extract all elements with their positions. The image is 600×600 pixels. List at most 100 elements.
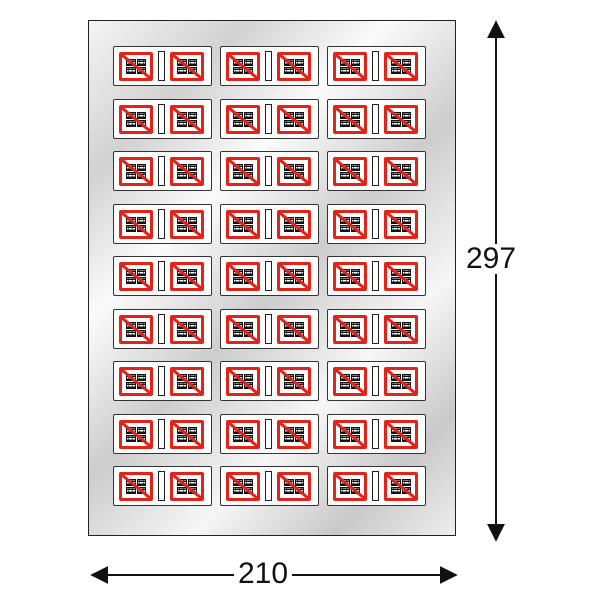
prohibition-sign-icon xyxy=(226,314,260,344)
prohibition-sign-icon xyxy=(333,314,367,344)
prohibition-sign-icon xyxy=(119,314,153,344)
label-set xyxy=(113,203,212,244)
slot-cutout xyxy=(158,208,165,239)
prohibition-sign-icon xyxy=(226,52,260,81)
label-set xyxy=(327,466,426,506)
slot-cutout xyxy=(158,471,165,501)
slot-cutout xyxy=(158,51,165,81)
slot-cutout xyxy=(158,418,165,449)
prohibition-sign-icon xyxy=(384,209,418,239)
prohibition-sign-icon xyxy=(170,157,204,186)
label-grid xyxy=(113,46,426,506)
label-set xyxy=(113,361,212,401)
slot-cutout xyxy=(158,366,165,396)
slot-cutout xyxy=(372,156,379,186)
slot-cutout xyxy=(265,208,272,239)
prohibition-sign-icon xyxy=(170,419,204,449)
label-set xyxy=(327,46,426,86)
slot-cutout xyxy=(265,366,272,396)
prohibition-sign-icon xyxy=(170,367,204,396)
prohibition-sign-icon xyxy=(384,157,418,186)
slot-cutout xyxy=(265,471,272,501)
prohibition-sign-icon xyxy=(333,262,367,291)
slot-cutout xyxy=(265,313,272,344)
label-set xyxy=(220,151,319,191)
label-set xyxy=(113,466,212,506)
prohibition-sign-icon xyxy=(119,157,153,186)
prohibition-sign-icon xyxy=(277,262,311,291)
label-set xyxy=(220,256,319,296)
slot-cutout xyxy=(158,103,165,134)
label-set xyxy=(327,203,426,244)
slot-cutout xyxy=(265,103,272,134)
prohibition-sign-icon xyxy=(277,314,311,344)
prohibition-sign-icon xyxy=(226,209,260,239)
prohibition-sign-icon xyxy=(384,367,418,396)
prohibition-sign-icon xyxy=(226,104,260,134)
slot-cutout xyxy=(372,208,379,239)
prohibition-sign-icon xyxy=(119,104,153,134)
prohibition-sign-icon xyxy=(333,52,367,81)
label-set xyxy=(220,46,319,86)
prohibition-sign-icon xyxy=(277,104,311,134)
label-set xyxy=(113,98,212,139)
label-set xyxy=(327,361,426,401)
slot-cutout xyxy=(265,156,272,186)
prohibition-sign-icon xyxy=(170,104,204,134)
prohibition-sign-icon xyxy=(226,367,260,396)
prohibition-sign-icon xyxy=(384,262,418,291)
slot-cutout xyxy=(158,156,165,186)
prohibition-sign-icon xyxy=(226,262,260,291)
prohibition-sign-icon xyxy=(277,419,311,449)
prohibition-sign-icon xyxy=(277,367,311,396)
slot-cutout xyxy=(372,418,379,449)
slot-cutout xyxy=(372,51,379,81)
label-set xyxy=(327,98,426,139)
prohibition-sign-icon xyxy=(119,367,153,396)
slot-cutout xyxy=(372,103,379,134)
label-set xyxy=(220,466,319,506)
slot-cutout xyxy=(265,418,272,449)
prohibition-sign-icon xyxy=(170,209,204,239)
label-set xyxy=(113,256,212,296)
prohibition-sign-icon xyxy=(384,419,418,449)
height-dimension-label: 297 xyxy=(462,244,521,274)
label-set xyxy=(113,308,212,349)
slot-cutout xyxy=(372,313,379,344)
label-set xyxy=(327,151,426,191)
label-set xyxy=(113,413,212,454)
prohibition-sign-icon xyxy=(226,472,260,501)
slot-cutout xyxy=(158,313,165,344)
slot-cutout xyxy=(265,261,272,291)
slot-cutout xyxy=(265,51,272,81)
prohibition-sign-icon xyxy=(277,472,311,501)
prohibition-sign-icon xyxy=(119,419,153,449)
label-set xyxy=(220,308,319,349)
prohibition-sign-icon xyxy=(170,472,204,501)
label-set xyxy=(220,203,319,244)
slot-cutout xyxy=(372,471,379,501)
prohibition-sign-icon xyxy=(384,52,418,81)
prohibition-sign-icon xyxy=(333,367,367,396)
prohibition-sign-icon xyxy=(333,419,367,449)
label-set xyxy=(327,308,426,349)
prohibition-sign-icon xyxy=(277,209,311,239)
prohibition-sign-icon xyxy=(119,209,153,239)
label-set xyxy=(220,98,319,139)
label-set xyxy=(220,413,319,454)
prohibition-sign-icon xyxy=(119,472,153,501)
label-set xyxy=(220,361,319,401)
prohibition-sign-icon xyxy=(170,314,204,344)
prohibition-sign-icon xyxy=(333,104,367,134)
slot-cutout xyxy=(372,366,379,396)
width-dimension-label: 210 xyxy=(234,559,293,589)
prohibition-sign-icon xyxy=(384,104,418,134)
prohibition-sign-icon xyxy=(333,209,367,239)
slot-cutout xyxy=(158,261,165,291)
prohibition-sign-icon xyxy=(119,262,153,291)
prohibition-sign-icon xyxy=(384,472,418,501)
prohibition-sign-icon xyxy=(226,419,260,449)
prohibition-sign-icon xyxy=(277,52,311,81)
prohibition-sign-icon xyxy=(226,157,260,186)
sticker-sheet xyxy=(88,20,456,536)
